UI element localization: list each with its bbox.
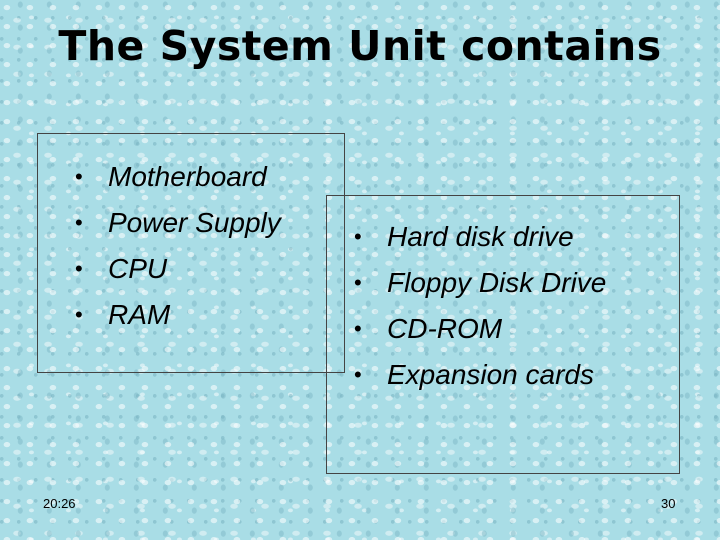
list-item-label: CD-ROM <box>387 313 503 344</box>
list-item: • Motherboard <box>75 154 281 200</box>
list-item: • Power Supply <box>75 200 281 246</box>
bullet-icon: • <box>354 316 362 341</box>
list-item-label: RAM <box>108 299 171 330</box>
slide-title: The System Unit contains <box>58 22 662 70</box>
list-item: • Hard disk drive <box>354 214 606 260</box>
list-item: • CPU <box>75 246 281 292</box>
bullet-icon: • <box>75 164 83 189</box>
list-item-label: Floppy Disk Drive <box>387 267 607 298</box>
bullet-icon: • <box>354 362 362 387</box>
list-item-label: Hard disk drive <box>387 221 574 252</box>
bullet-icon: • <box>354 270 362 295</box>
bullet-icon: • <box>75 302 83 327</box>
list-item: • CD-ROM <box>354 306 606 352</box>
bullet-icon: • <box>75 256 83 281</box>
list-item: • RAM <box>75 292 281 338</box>
slide-number: 30 <box>661 496 676 511</box>
right-bullet-list: • Hard disk drive • Floppy Disk Drive • CD-… <box>354 214 606 398</box>
list-item: • Floppy Disk Drive <box>354 260 606 306</box>
list-item-label: Power Supply <box>108 207 281 238</box>
left-bullet-list: • Motherboard • Power Supply • CPU • RAM <box>75 154 281 338</box>
list-item-label: Motherboard <box>108 161 267 192</box>
list-item-label: Expansion cards <box>387 359 595 390</box>
bullet-icon: • <box>75 210 83 235</box>
list-item: • Expansion cards <box>354 352 606 398</box>
left-content-box <box>37 133 345 373</box>
right-content-box <box>326 195 680 474</box>
bullet-icon: • <box>354 224 362 249</box>
footer-time: 20:26 <box>43 496 76 511</box>
list-item-label: CPU <box>108 253 168 284</box>
